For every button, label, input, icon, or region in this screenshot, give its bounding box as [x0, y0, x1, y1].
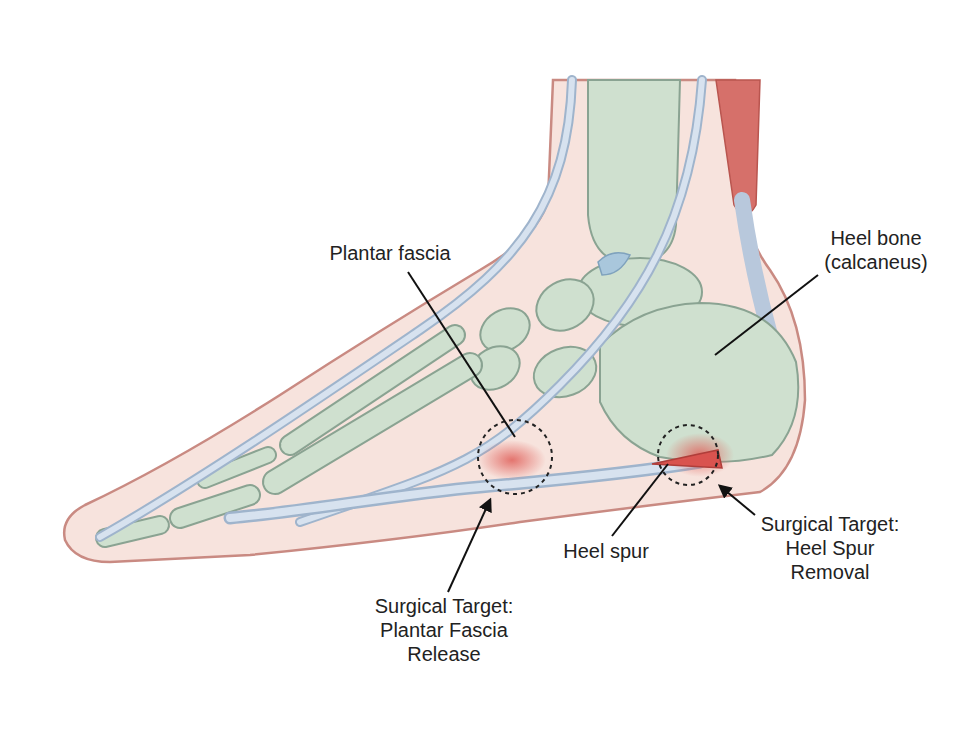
target-circle: [478, 420, 552, 494]
tendons: [100, 80, 702, 537]
part-label: Surgical Target: Heel Spur Removal: [748, 512, 913, 584]
part-label: Heel spur: [563, 539, 649, 563]
part-label: Plantar fascia: [329, 241, 450, 265]
part-label: Surgical Target: Plantar Fascia Release: [359, 594, 529, 666]
bones: [462, 80, 798, 462]
heel-spur: [652, 450, 722, 468]
leader-lines: [408, 272, 818, 592]
skin-outline: [64, 80, 805, 562]
cartilage: [598, 253, 630, 275]
part-label: Heel bone (calcaneus): [811, 226, 941, 274]
plantar-fascia-inner: [230, 462, 700, 518]
plantar-fascia: [230, 462, 700, 518]
target-circle: [658, 425, 718, 485]
inflammation: [478, 440, 546, 480]
